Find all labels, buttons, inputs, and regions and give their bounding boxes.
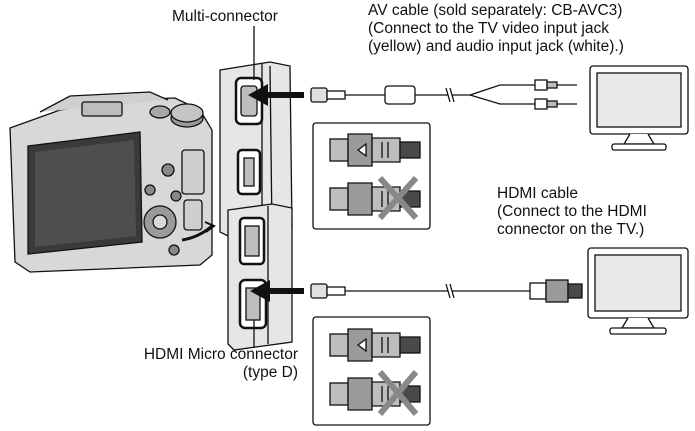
hdmi-cable-label-line-3: connector on the TV.) (497, 221, 645, 238)
arrow-left-icon (248, 84, 304, 106)
plug-wrong-x-icon (329, 370, 421, 416)
multi-connector-label: Multi-connector (172, 8, 278, 25)
av-cable-label: AV cable (sold separately: CB-AVC3) (Con… (368, 2, 624, 56)
av-cable-label-line-1: AV cable (sold separately: CB-AVC3) (368, 2, 623, 19)
plug-wrong-x-icon (329, 175, 421, 221)
hdmi-connector-panel (227, 203, 293, 351)
plug-correct-icon (329, 328, 421, 362)
hdmi-micro-connector-label: HDMI Micro connector (type D) (100, 346, 298, 382)
hdmi-cable-label-line-1: HDMI cable (497, 185, 578, 202)
plug-correct-icon (329, 133, 421, 167)
camera-back-icon (9, 91, 216, 273)
plug-inset-top (312, 122, 431, 230)
av-cable-label-line-2: (Connect to the TV video input jack (368, 20, 609, 37)
hdmi-micro-connector-label-line-1: HDMI Micro connector (143, 346, 298, 363)
hdmi-cable-label-line-2: (Connect to the HDMI (497, 203, 647, 220)
hdmi-cable (310, 279, 583, 303)
tv-monitor-icon (587, 247, 689, 335)
hdmi-cable-label: HDMI cable (Connect to the HDMI connecto… (497, 185, 647, 239)
plug-inset-bottom (312, 316, 431, 426)
av-cable-label-line-3: (yellow) and audio input jack (white).) (368, 38, 624, 55)
av-cable (310, 79, 577, 110)
hdmi-micro-connector-label-line-2: (type D) (242, 364, 298, 381)
tv-monitor-icon (589, 65, 689, 151)
arrow-left-icon (250, 280, 304, 302)
multi-connector-panel (219, 61, 293, 237)
